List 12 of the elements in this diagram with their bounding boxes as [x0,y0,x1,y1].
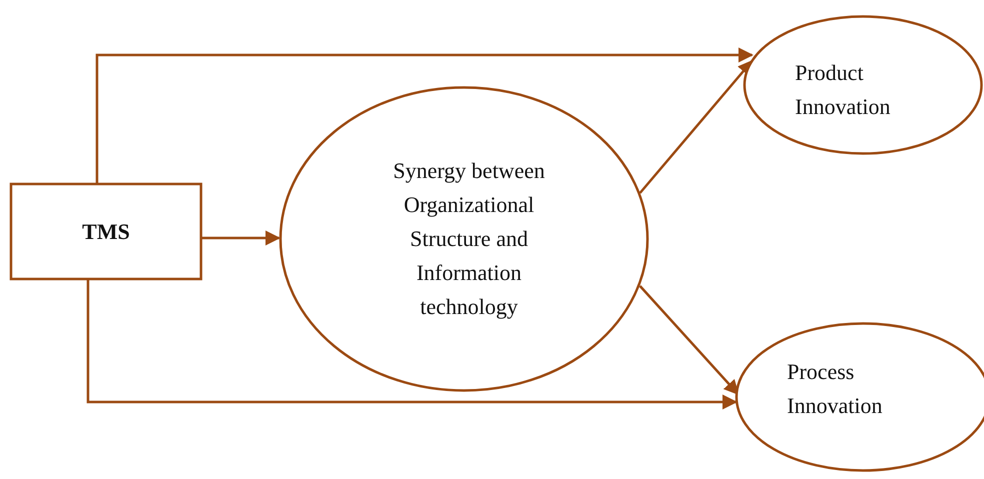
node-label: Synergy between Organizational Structure and Information technology [392,157,546,321]
arrow [639,60,753,194]
arrow [86,280,738,410]
ellipse-node [743,15,983,155]
node-label: TMS [81,218,131,246]
process-box [10,183,202,280]
ellipse-node [279,86,649,392]
arrow [202,230,280,246]
node-label: Process Innovation [787,358,884,420]
arrow [639,285,739,396]
arrow [96,48,754,183]
node-label: Product Innovation [795,59,892,121]
